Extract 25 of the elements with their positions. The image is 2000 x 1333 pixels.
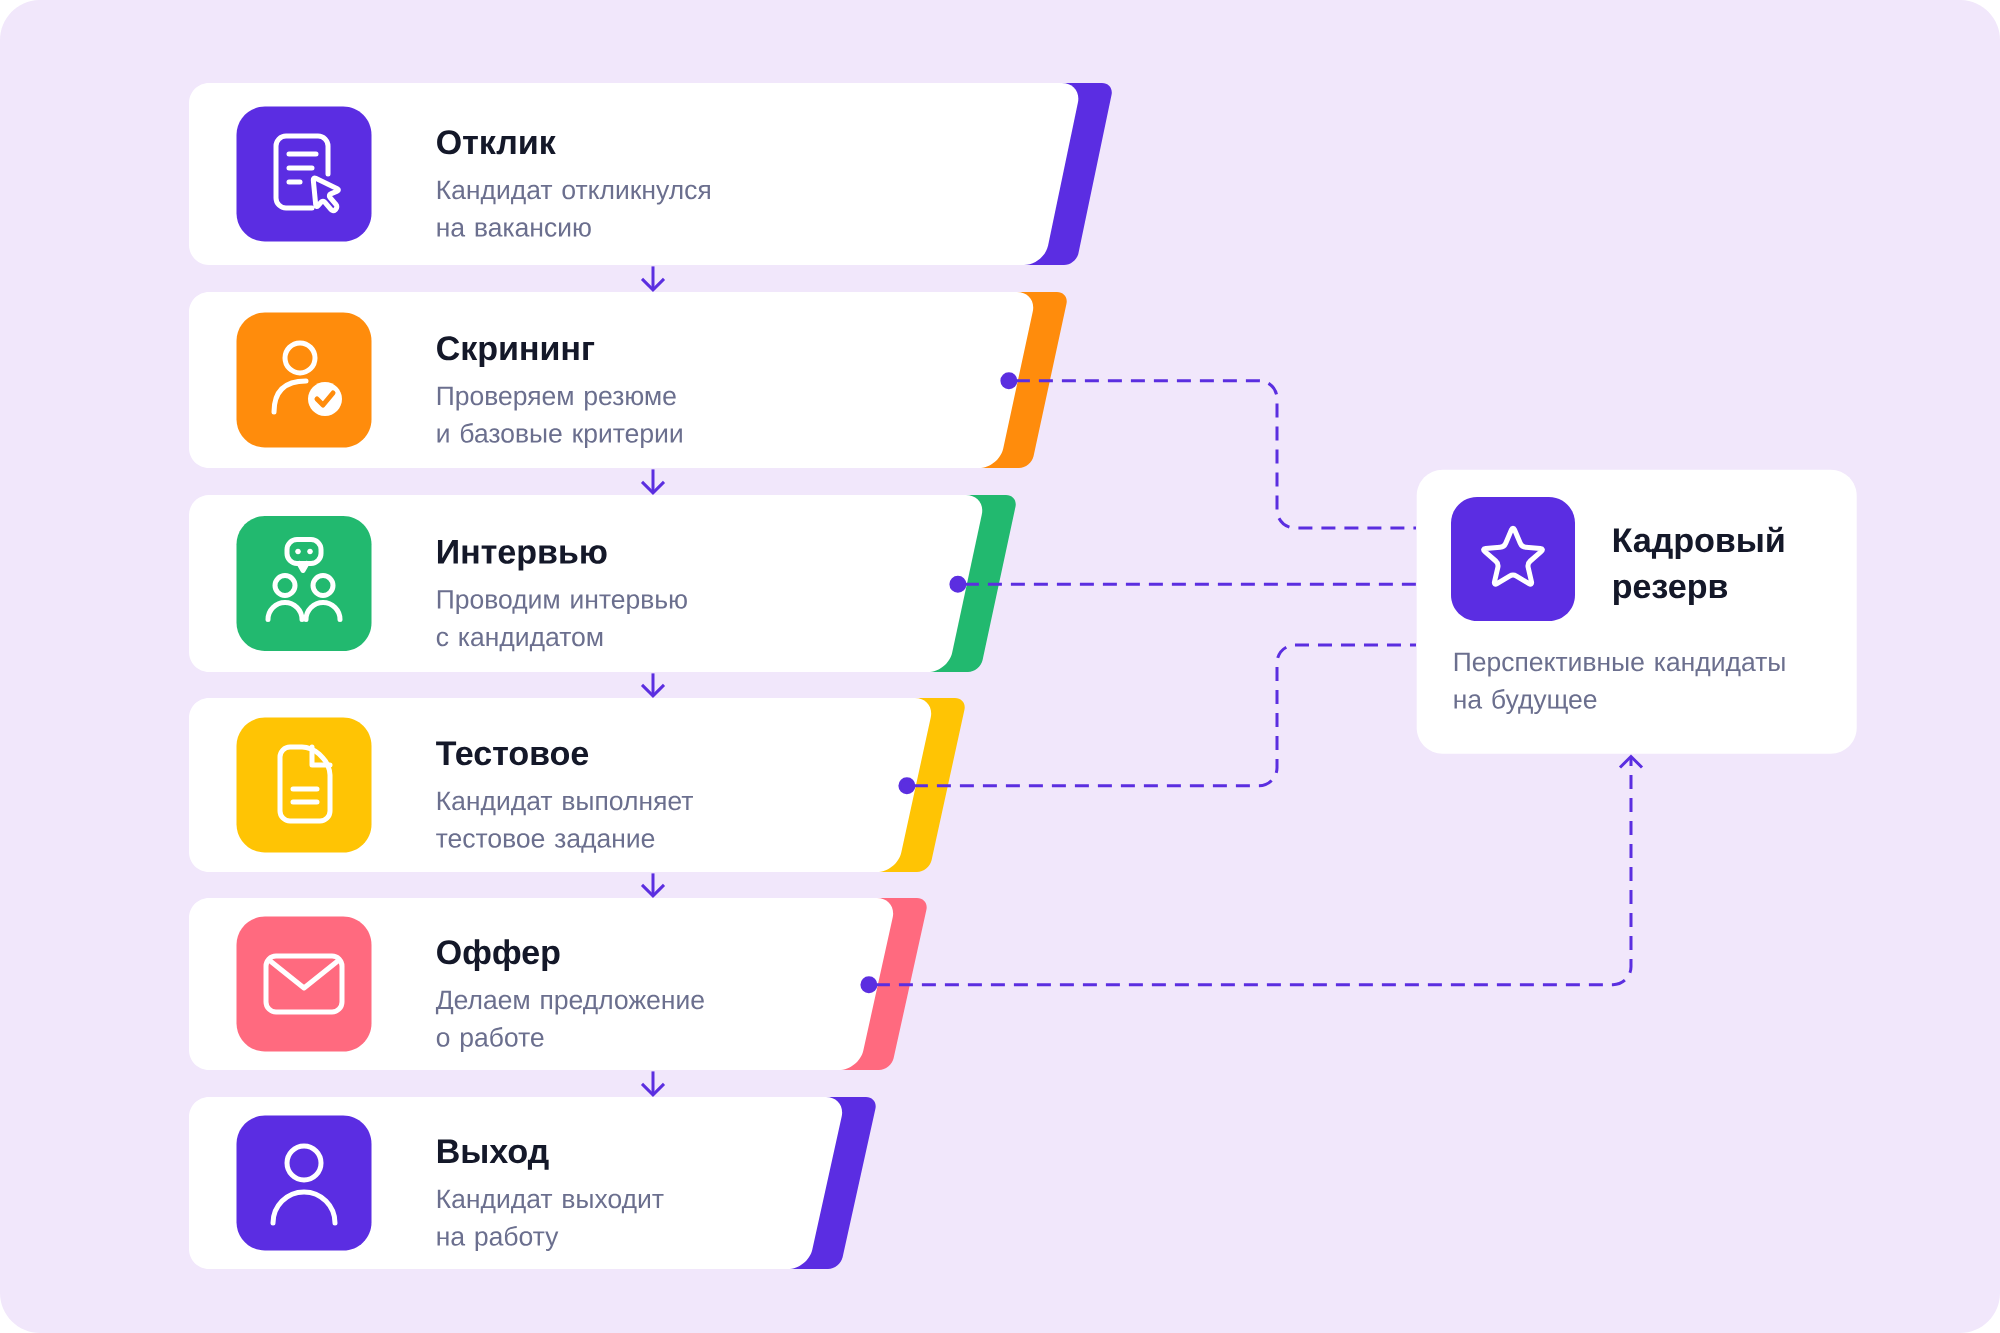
step-description: Проверяем резюме и базовые критерии bbox=[437, 386, 682, 448]
step-description: Делаем предложение о работе bbox=[435, 990, 704, 1052]
step-title: Интервью bbox=[437, 540, 607, 571]
dashed-connector bbox=[898, 643, 1416, 795]
step-card bbox=[189, 83, 1112, 265]
step-card bbox=[189, 292, 1067, 468]
reserve-description: Перспективные кандидаты на будущее bbox=[1454, 652, 1785, 714]
step-description: Кандидат выполняет тестовое задание bbox=[436, 791, 693, 853]
step-description: Кандидат откликнулся на вакансию bbox=[437, 180, 710, 237]
dashed-connector bbox=[949, 575, 1416, 593]
reserve-card bbox=[1416, 469, 1857, 754]
step-title: Выход bbox=[437, 1139, 549, 1170]
step-description: Проводим интервью с кандидатом bbox=[436, 590, 687, 652]
step-title: Тестовое bbox=[436, 741, 589, 766]
reserve-title: Кадровый резерв bbox=[1613, 526, 1784, 606]
dashed-connector bbox=[1000, 372, 1416, 530]
step-card bbox=[189, 495, 1016, 672]
dashed-connector bbox=[860, 754, 1644, 994]
step-card bbox=[189, 1097, 876, 1269]
step-title: Скрининг bbox=[437, 336, 595, 368]
step-description: Кандидат выходит на работу bbox=[437, 1189, 664, 1251]
step-title: Отклик bbox=[437, 130, 556, 155]
step-card bbox=[189, 698, 965, 872]
step-card bbox=[189, 898, 927, 1070]
step-title: Оффер bbox=[437, 939, 560, 972]
